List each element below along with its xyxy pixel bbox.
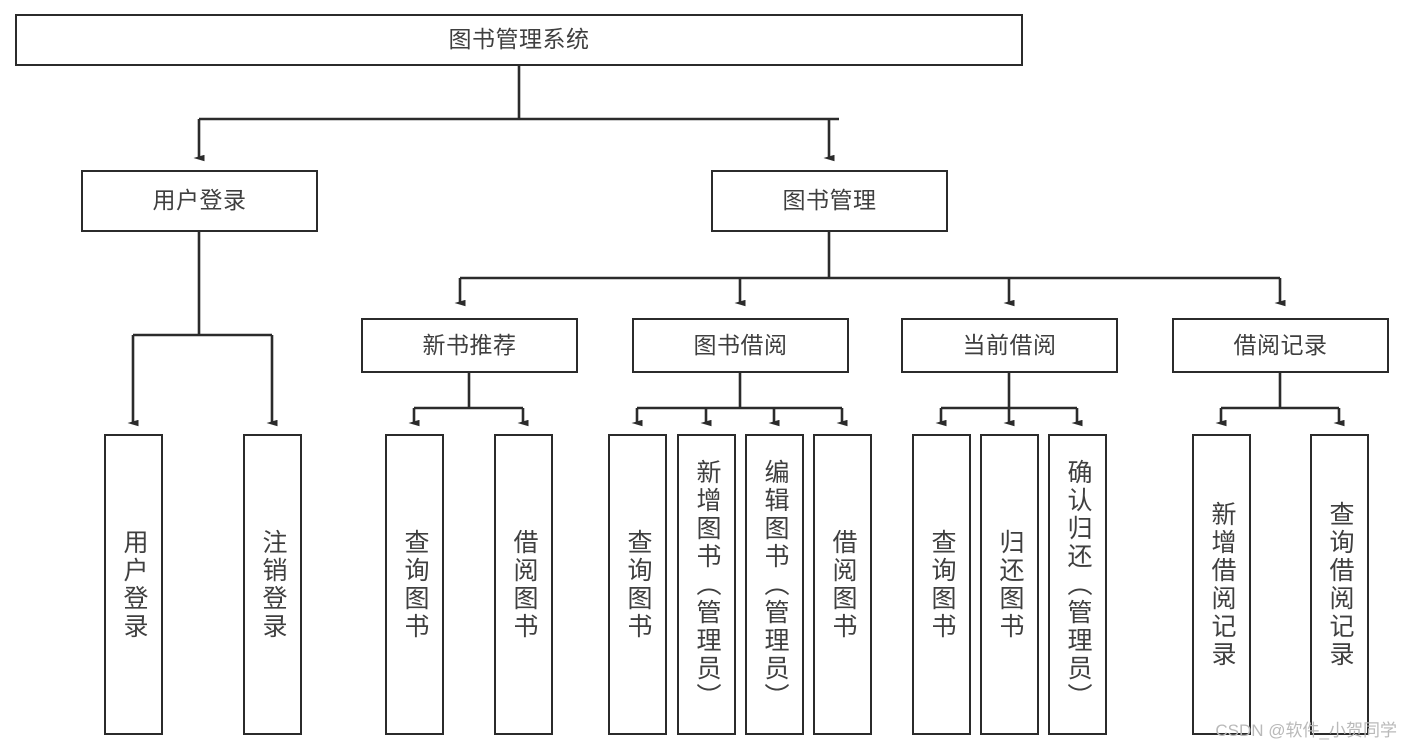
node-label: 借阅图书: [829, 528, 857, 641]
node-label: 图书管理系统: [448, 26, 590, 53]
node-label: 查询借阅记录: [1326, 500, 1354, 669]
leaf-borrow-add-book-admin[interactable]: 新增图书（管理员）: [677, 434, 736, 735]
leaf-recommend-borrow-book[interactable]: 借阅图书: [494, 434, 553, 735]
node-label: 用户登录: [152, 187, 247, 214]
node-current-borrowing[interactable]: 当前借阅: [901, 318, 1118, 373]
node-label: 查询图书: [401, 528, 429, 641]
node-label: 借阅图书: [510, 528, 538, 641]
node-label: 当前借阅: [962, 331, 1057, 358]
node-label: 编辑图书（管理员）: [761, 458, 789, 711]
leaf-current-query-book[interactable]: 查询图书: [912, 434, 971, 735]
node-label: 图书借阅: [693, 331, 788, 358]
leaf-record-query-record[interactable]: 查询借阅记录: [1310, 434, 1369, 735]
node-user-login[interactable]: 用户登录: [81, 170, 318, 232]
leaf-user-login-login[interactable]: 用户登录: [104, 434, 163, 735]
node-label: 注销登录: [259, 528, 287, 641]
leaf-recommend-query-book[interactable]: 查询图书: [385, 434, 444, 735]
node-book-borrowing[interactable]: 图书借阅: [632, 318, 849, 373]
leaf-current-return-book[interactable]: 归还图书: [980, 434, 1039, 735]
leaf-user-login-logout[interactable]: 注销登录: [243, 434, 302, 735]
leaf-record-add-record[interactable]: 新增借阅记录: [1192, 434, 1251, 735]
node-label: 图书管理: [782, 187, 877, 214]
node-borrowing-records[interactable]: 借阅记录: [1172, 318, 1389, 373]
node-root-book-management-system[interactable]: 图书管理系统: [15, 14, 1023, 66]
node-label: 新增图书（管理员）: [693, 458, 721, 711]
node-label: 归还图书: [996, 528, 1024, 641]
leaf-current-confirm-return-admin[interactable]: 确认归还（管理员）: [1048, 434, 1107, 735]
node-label: 新增借阅记录: [1208, 500, 1236, 669]
watermark-text: CSDN @软件_小贺同学: [1215, 721, 1397, 740]
node-label: 新书推荐: [422, 331, 517, 358]
node-label: 确认归还（管理员）: [1064, 458, 1092, 711]
node-book-management[interactable]: 图书管理: [711, 170, 948, 232]
node-new-book-recommendation[interactable]: 新书推荐: [361, 318, 578, 373]
node-label: 查询图书: [624, 528, 652, 641]
node-label: 查询图书: [928, 528, 956, 641]
leaf-borrow-query-book[interactable]: 查询图书: [608, 434, 667, 735]
node-label: 用户登录: [120, 528, 148, 641]
leaf-borrow-borrow-book[interactable]: 借阅图书: [813, 434, 872, 735]
leaf-borrow-edit-book-admin[interactable]: 编辑图书（管理员）: [745, 434, 804, 735]
node-label: 借阅记录: [1233, 331, 1328, 358]
